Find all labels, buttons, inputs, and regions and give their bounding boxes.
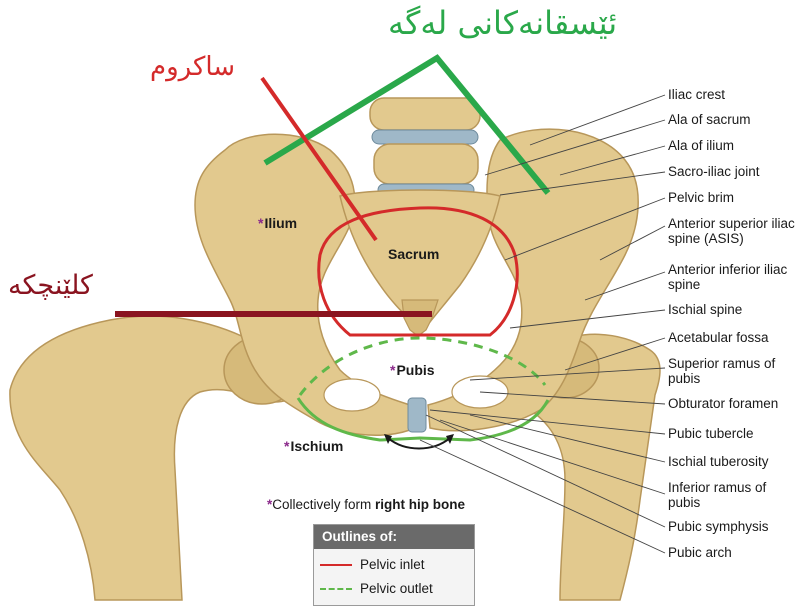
label-sacro-iliac-joint: Sacro-iliac joint <box>668 164 760 179</box>
label-ala-of-sacrum: Ala of sacrum <box>668 112 751 127</box>
label-aiis: Anterior inferior iliac spine <box>668 262 788 292</box>
label-pubic-tubercle: Pubic tubercle <box>668 426 754 441</box>
label-pelvic-brim: Pelvic brim <box>668 190 734 205</box>
kurdish-coccyx-label: کلێنچکە <box>8 270 93 301</box>
label-ischial-spine: Ischial spine <box>668 302 742 317</box>
kurdish-pelvis-label: ئێسقانەکانی لەگە <box>388 4 617 42</box>
label-iliac-crest: Iliac crest <box>668 87 725 102</box>
label-inferior-ramus: Inferior ramus of pubis <box>668 480 788 510</box>
label-ala-of-ilium: Ala of ilium <box>668 138 734 153</box>
legend: Outlines of: Pelvic inlet Pelvic outlet <box>313 524 475 606</box>
coccyx-bone <box>402 300 438 336</box>
left-obturator-foramen <box>324 379 380 411</box>
legend-item-inlet: Pelvic inlet <box>320 557 425 572</box>
pubic-symphysis-disc <box>408 398 426 432</box>
sacrum-label: Sacrum <box>388 246 439 262</box>
ilium-label: *Ilium <box>258 215 297 231</box>
pubis-label: *Pubis <box>390 362 435 378</box>
ischium-label: *Ischium <box>284 438 343 454</box>
label-obturator-foramen: Obturator foramen <box>668 396 778 411</box>
label-pubic-arch: Pubic arch <box>668 545 732 560</box>
legend-item-outlet: Pelvic outlet <box>320 581 433 596</box>
kurdish-sacrum-label: ساکروم <box>150 52 235 82</box>
label-asis: Anterior superior iliac spine (ASIS) <box>668 216 810 246</box>
label-ischial-tuberosity: Ischial tuberosity <box>668 454 769 469</box>
legend-swatch-outlet <box>320 588 352 590</box>
label-pubic-symphysis: Pubic symphysis <box>668 519 769 534</box>
legend-swatch-inlet <box>320 564 352 566</box>
hip-bone-note: *Collectively form right hip bone <box>267 497 465 512</box>
legend-title: Outlines of: <box>314 525 474 549</box>
label-superior-ramus: Superior ramus of pubis <box>668 356 788 386</box>
lumbar-vertebra <box>370 98 480 196</box>
label-acetabular-fossa: Acetabular fossa <box>668 330 769 345</box>
